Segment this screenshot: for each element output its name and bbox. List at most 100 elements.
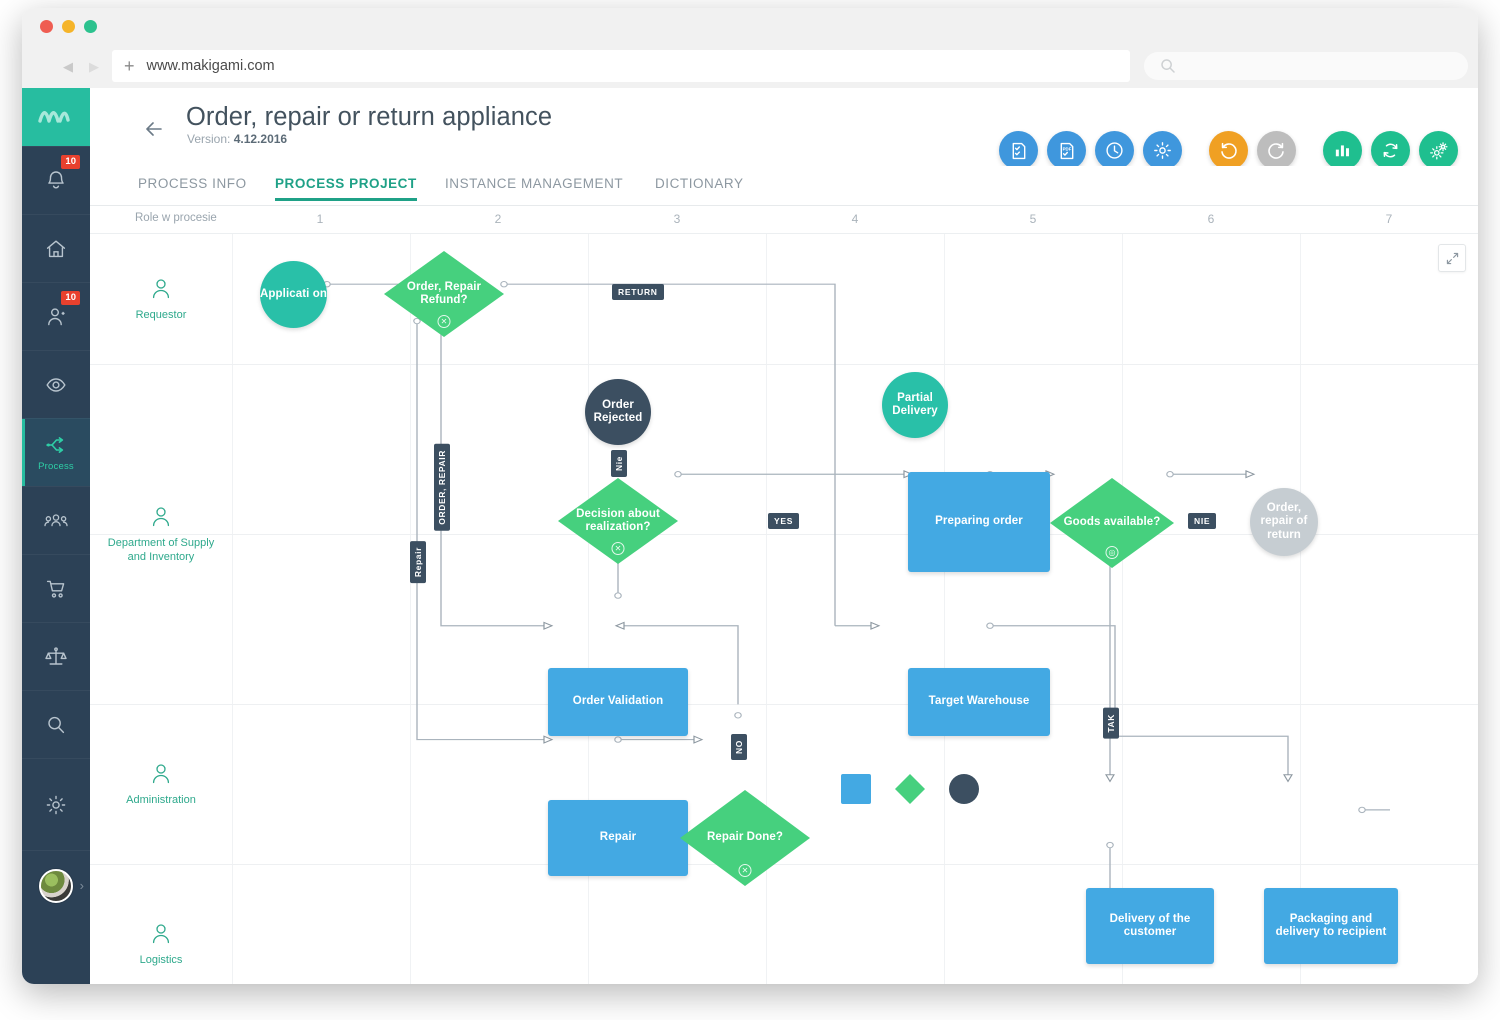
refresh-cycle-button[interactable] xyxy=(1371,131,1410,170)
tab-process-project[interactable]: PROCESS PROJECT xyxy=(275,176,417,201)
sidebar-item-users[interactable]: 10 xyxy=(22,282,90,350)
node-order-validation[interactable]: Order Validation xyxy=(548,668,688,736)
gear-icon xyxy=(46,795,66,814)
edge-label-nie: NIE xyxy=(1188,513,1217,529)
sidebar-item-home[interactable] xyxy=(22,214,90,282)
role-column-header: Role w procesie xyxy=(135,212,217,224)
node-repair-done[interactable]: Repair Done? ✕ xyxy=(680,790,810,886)
node-decision-about-realization[interactable]: Decision about realization? ✕ xyxy=(558,478,678,564)
node-packaging-and-delivery[interactable]: Packaging and delivery to recipient xyxy=(1264,888,1398,964)
process-diagram-canvas[interactable]: Requestor Department of Supply and Inven… xyxy=(90,234,1478,984)
tab-process-info[interactable]: PROCESS INFO xyxy=(138,176,247,191)
main-content: Order, repair or return appliance Versio… xyxy=(90,88,1478,984)
lane-department-of-supply-and-inventory: Department of Supply and Inventory xyxy=(90,364,232,704)
sidebar-item-teams[interactable] xyxy=(22,486,90,554)
redo-button[interactable] xyxy=(1257,131,1296,170)
tab-dictionary[interactable]: DICTIONARY xyxy=(655,176,744,191)
url-bar[interactable]: + www.makigami.com xyxy=(112,50,1130,82)
browser-forward-button[interactable]: ▶ xyxy=(89,59,99,74)
chevron-right-icon[interactable]: › xyxy=(79,878,84,893)
gateway-exclusive-icon: ✕ xyxy=(611,542,625,555)
node-goods-available[interactable]: Goods available? ◎ xyxy=(1050,478,1174,568)
node-application[interactable]: Applicati on xyxy=(260,261,327,328)
lane-requestor: Requestor xyxy=(90,234,232,364)
people-group-icon xyxy=(44,513,68,526)
node-order-repair-refund[interactable]: Order, Repair Refund? ✕ xyxy=(384,251,504,337)
node-target-warehouse[interactable]: Target Warehouse xyxy=(908,668,1050,736)
lane-administration: Administration xyxy=(90,704,232,864)
sidebar-item-search[interactable] xyxy=(22,690,90,758)
expand-canvas-button[interactable] xyxy=(1438,244,1466,272)
tab-instance-management[interactable]: INSTANCE MANAGEMENT xyxy=(445,176,624,191)
sidebar-item-observe[interactable] xyxy=(22,350,90,418)
window-maximize-button[interactable] xyxy=(84,20,97,33)
refresh-cycle-icon xyxy=(1383,143,1398,158)
action-toolbar: PDF xyxy=(999,131,1458,170)
browser-titlebar xyxy=(22,8,1478,44)
history-clock-button[interactable] xyxy=(1095,131,1134,170)
lane-logistics: Logistics xyxy=(90,864,232,984)
column-number-3: 3 xyxy=(673,212,681,226)
sidebar-item-process[interactable]: Process xyxy=(22,418,90,486)
sidebar-item-balance[interactable] xyxy=(22,622,90,690)
column-number-2: 2 xyxy=(494,212,502,226)
avatar[interactable] xyxy=(39,868,73,903)
statistics-button[interactable] xyxy=(1323,131,1362,170)
edge-label-nie-small: Nie xyxy=(611,450,627,478)
person-icon xyxy=(152,764,170,784)
url-text: www.makigami.com xyxy=(146,58,275,74)
tab-bar: PROCESS INFO PROCESS PROJECT INSTANCE MA… xyxy=(90,166,1478,206)
pdf-document-button[interactable]: PDF xyxy=(1047,131,1086,170)
legend-event-circle[interactable] xyxy=(949,774,979,804)
edge-label-return: RETURN xyxy=(612,284,664,300)
edge-label-order-repair: ORDER, REPAIR xyxy=(434,444,450,531)
browser-search-input[interactable] xyxy=(1144,52,1468,80)
legend-gateway-diamond[interactable] xyxy=(895,774,925,804)
sidebar-item-notifications[interactable]: 10 xyxy=(22,146,90,214)
gateway-exclusive-icon: ✕ xyxy=(738,864,752,877)
settings-gear-button[interactable] xyxy=(1143,131,1182,170)
makigami-logo[interactable] xyxy=(22,88,90,146)
sidebar-item-process-label: Process xyxy=(38,461,74,472)
advanced-settings-button[interactable] xyxy=(1419,131,1458,170)
gateway-inclusive-icon: ◎ xyxy=(1105,546,1119,559)
node-order-repair-of-return[interactable]: Order, repair of return xyxy=(1250,488,1318,556)
version-label: Version: xyxy=(187,132,231,146)
undo-button[interactable] xyxy=(1209,131,1248,170)
column-number-6: 6 xyxy=(1207,212,1215,226)
node-partial-delivery[interactable]: Partial Delivery xyxy=(882,372,948,438)
shape-legend xyxy=(835,714,985,864)
browser-back-button[interactable]: ◀ xyxy=(63,59,73,74)
column-number-1: 1 xyxy=(316,212,324,226)
column-number-4: 4 xyxy=(851,212,859,226)
window-close-button[interactable] xyxy=(40,20,53,33)
svg-text:PDF: PDF xyxy=(1062,146,1071,151)
page-title: Order, repair or return appliance xyxy=(186,103,553,131)
checklist-document-button[interactable] xyxy=(999,131,1038,170)
gateway-exclusive-icon: ✕ xyxy=(437,315,451,328)
sidebar-item-settings[interactable] xyxy=(22,758,90,850)
back-arrow-icon[interactable] xyxy=(140,114,170,144)
pdf-document-icon: PDF xyxy=(1060,142,1073,159)
window-minimize-button[interactable] xyxy=(62,20,75,33)
person-icon xyxy=(152,924,170,944)
node-delivery-of-the-customer[interactable]: Delivery of the customer xyxy=(1086,888,1214,964)
node-repair[interactable]: Repair xyxy=(548,800,688,876)
edge-label-tak-1: TAK xyxy=(1103,708,1119,739)
users-badge: 10 xyxy=(61,291,80,305)
user-icon xyxy=(48,307,65,325)
node-preparing-order[interactable]: Preparing order xyxy=(908,472,1050,572)
column-number-7: 7 xyxy=(1385,212,1393,226)
bell-icon xyxy=(48,170,64,188)
node-order-rejected[interactable]: Order Rejected xyxy=(585,379,651,445)
node-repair-done-label: Repair Done? xyxy=(707,831,783,844)
application-area: 10 10 xyxy=(22,88,1478,984)
legend-task-square[interactable] xyxy=(841,774,871,804)
sidebar-avatar[interactable]: › xyxy=(22,850,90,920)
sidebar-item-orders[interactable] xyxy=(22,554,90,622)
cart-icon xyxy=(46,580,65,598)
new-tab-icon[interactable]: + xyxy=(124,56,135,76)
lane-label-administration: Administration xyxy=(126,794,196,806)
version-value: 4.12.2016 xyxy=(233,132,288,146)
home-icon xyxy=(46,240,66,257)
